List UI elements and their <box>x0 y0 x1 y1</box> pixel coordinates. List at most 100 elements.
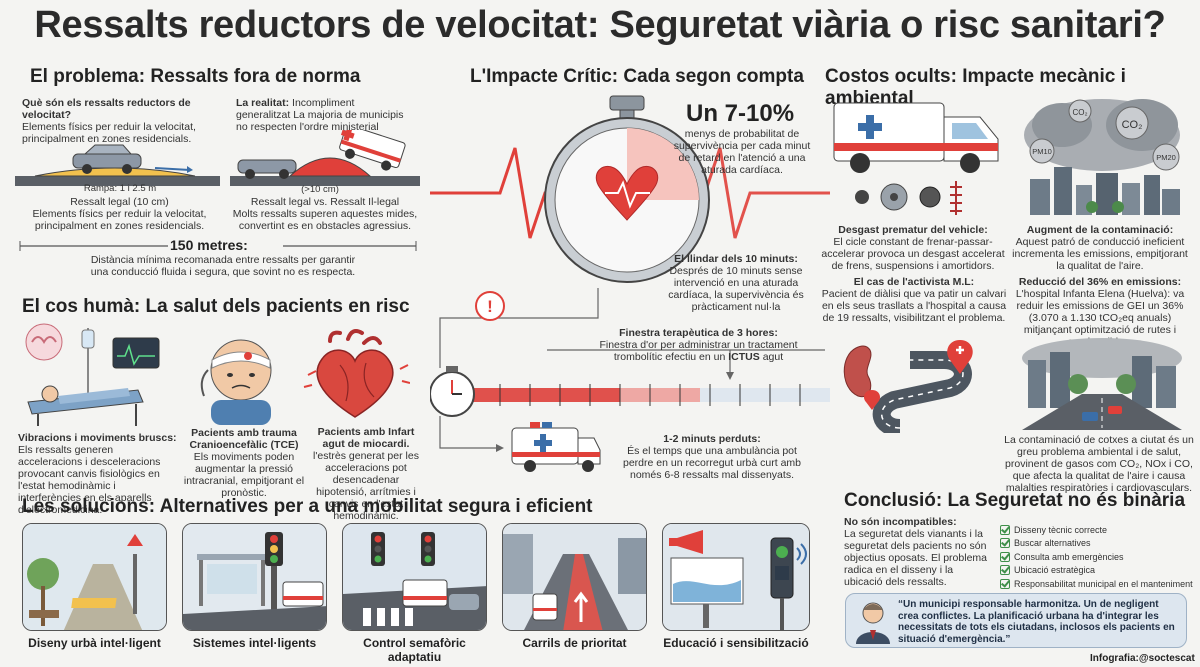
reduce-title: Reducció del 36% en emissions: <box>1018 276 1182 288</box>
credit: Infografia:@soctescat <box>1090 653 1195 664</box>
solution-label-adaptive: Control semafòric adaptatiu <box>363 636 466 664</box>
checklist-label: Consulta amb emergències <box>1014 551 1124 562</box>
wear-text: El cicle constant de frenar-passar-accel… <box>821 236 1005 272</box>
vibrations-text: Els ressalts generen acceleracions i des… <box>18 444 161 516</box>
checklist-label: Disseny tècnic correcte <box>1014 524 1108 535</box>
solution-label-urban: Diseny urbà intel·ligent <box>28 636 161 650</box>
case-text: Pacient de diàlisi que va patir un calva… <box>821 288 1007 324</box>
solutions-heading: Les solucions: Alternatives per a una mo… <box>22 496 593 517</box>
impact-big-desc: menys de probabilitat de supervivència p… <box>673 128 811 176</box>
co2-bubble-small: CO₂ <box>1072 108 1087 117</box>
ambulance-icon <box>511 422 601 472</box>
head-trauma-illustration <box>200 339 272 425</box>
lost-title: 1-2 minuts perduts: <box>663 433 761 445</box>
checklist-item: Disseny tècnic correcte <box>1000 523 1195 537</box>
megaphone-icon <box>677 530 703 554</box>
lead-title: No són incompatibles: <box>844 516 957 528</box>
body-card-vibrations: Vibracions i moviments bruscs: Els ressa… <box>18 432 178 516</box>
conclusion-heading: Conclusió: La Seguretat no és binària <box>844 490 1186 511</box>
problem-what-answer: Elements físics per reduir la velocitat,… <box>22 121 196 145</box>
body-card-tce: Pacients amb trauma Cranioencefàlic (TCE… <box>180 427 308 499</box>
solution-panel-urban <box>22 523 167 631</box>
svg-text:!: ! <box>487 297 493 316</box>
problem-what: Què són els ressalts reductors de veloci… <box>22 97 227 145</box>
problem-heading: El problema: Ressalts fora de norma <box>30 66 361 87</box>
window-text-c: agut <box>762 351 784 363</box>
heart-illustration <box>303 329 410 418</box>
city-pollution-text: La contaminació de cotxes a ciutat és un… <box>1004 434 1194 494</box>
official-avatar-icon <box>856 602 890 644</box>
impact-window: Finestra terapèutica de 3 hores: Finestr… <box>586 327 811 363</box>
wheel-icon <box>919 186 941 208</box>
checklist-label: Responsabilitat municipal en el mantenim… <box>1014 578 1193 589</box>
checkbox-icon <box>1000 565 1010 576</box>
checklist-label: Buscar alternatives <box>1014 538 1091 549</box>
location-pin-icon-2 <box>864 390 880 410</box>
vibrations-title: Vibracions i moviments bruscs: <box>18 432 177 444</box>
checkbox-icon <box>1000 578 1010 589</box>
tce-title: Pacients amb trauma Cranioencefàlic (TCE… <box>189 427 299 451</box>
shock-absorber-icon <box>950 181 962 215</box>
checklist-item: Responsabilitat municipal en el mantenim… <box>1000 577 1195 591</box>
traffic-city-illustration <box>1022 338 1182 430</box>
conclusion-quote-box: “Un municipi responsable harmonitza. Un … <box>845 593 1187 648</box>
illegal-height: (>10 cm) <box>301 184 339 195</box>
checkbox-icon <box>1000 524 1010 535</box>
checklist-item: Buscar alternatives <box>1000 537 1195 551</box>
rampa-label: Rampa: 1 i 2.5 m <box>83 183 157 194</box>
distance-desc: Distància mínima recomanada entre ressal… <box>90 254 356 278</box>
urban-design-illustration <box>23 524 166 630</box>
car-icon <box>72 144 142 174</box>
illegal-caption: Ressalt legal vs. Ressalt Il-legal Molts… <box>230 196 420 232</box>
tce-text: Els moviments poden augmentar la pressió… <box>183 451 305 499</box>
impact-timeline-graphic: ! <box>430 95 830 472</box>
priority-lanes-illustration <box>503 524 646 630</box>
impact-threshold: El llindar dels 10 minuts: Després de 10… <box>660 253 812 313</box>
problem-reality-label: La realitat: <box>236 97 290 109</box>
co2-bubble-large: CO₂ <box>1122 119 1143 131</box>
page-title: Ressalts reductors de velocitat: Seguret… <box>34 4 1166 46</box>
alert-icon <box>475 291 505 321</box>
pm10-bubble: PM10 <box>1032 147 1052 156</box>
smart-systems-illustration <box>183 524 326 630</box>
infarct-title: Pacients amb Infart agut de miocardi. <box>317 426 415 450</box>
small-stopwatch-icon <box>430 366 475 417</box>
illegal-bump-illustration <box>230 130 420 186</box>
monitor-icon <box>112 337 160 369</box>
checkbox-icon <box>1000 551 1010 562</box>
cost-wear: Desgast prematur del vehicle: El cicle c… <box>818 224 1008 272</box>
reduce-text: L'hospital Infanta Elena (Huelva): va re… <box>1015 288 1185 348</box>
cost-reduction: Reducció del 36% en emissions: L'hospita… <box>1008 276 1192 348</box>
education-illustration <box>663 524 809 630</box>
lead-text: La seguretat dels vianants i la segureta… <box>844 528 987 588</box>
checklist-label: Ubicació estratègica <box>1014 565 1096 576</box>
solution-panel-adaptive <box>342 523 487 631</box>
illegal-desc: Molts ressalts superen aquestes mides, c… <box>232 208 418 232</box>
checklist-item: Ubicació estratègica <box>1000 564 1195 578</box>
city-pollution-illustration: CO₂ CO₂ PM10 PM20 <box>1024 99 1180 215</box>
impact-heading: L'Impacte Crític: Cada segon compta <box>470 66 804 87</box>
legal-bump-illustration <box>15 144 220 186</box>
case-title: El cas de l'activista M.L: <box>853 276 975 288</box>
patient-bed-illustration <box>25 323 160 426</box>
location-pin-icon <box>947 340 973 374</box>
conclusion-quote: “Un municipi responsable harmonitza. Un … <box>898 599 1175 645</box>
solution-label-smart: Sistemes intel·ligents <box>192 636 317 650</box>
car-icon <box>237 159 297 179</box>
solution-panel-lanes <box>502 523 647 631</box>
problem-reality: La realitat: Incompliment generalitzat L… <box>236 97 411 133</box>
window-title: Finestra terapèutica de 3 hores: <box>619 327 778 339</box>
threshold-text: Després de 10 minuts sense intervenció e… <box>668 265 804 313</box>
adaptive-lights-illustration <box>343 524 486 630</box>
kidney-icon <box>843 345 872 398</box>
ambulance-icon <box>339 130 406 171</box>
stopwatch-icon <box>544 95 710 283</box>
solution-label-education: Educació i sensibilització <box>663 636 809 650</box>
impact-lost: 1-2 minuts perduts: És el temps que una … <box>612 433 812 481</box>
vehicle-wear-illustration <box>833 102 999 215</box>
brain-icon <box>31 336 57 344</box>
checkbox-icon <box>1000 538 1010 549</box>
heart-icon <box>316 349 394 418</box>
ambulance-icon <box>532 593 558 621</box>
ambulance-icon <box>402 579 448 607</box>
